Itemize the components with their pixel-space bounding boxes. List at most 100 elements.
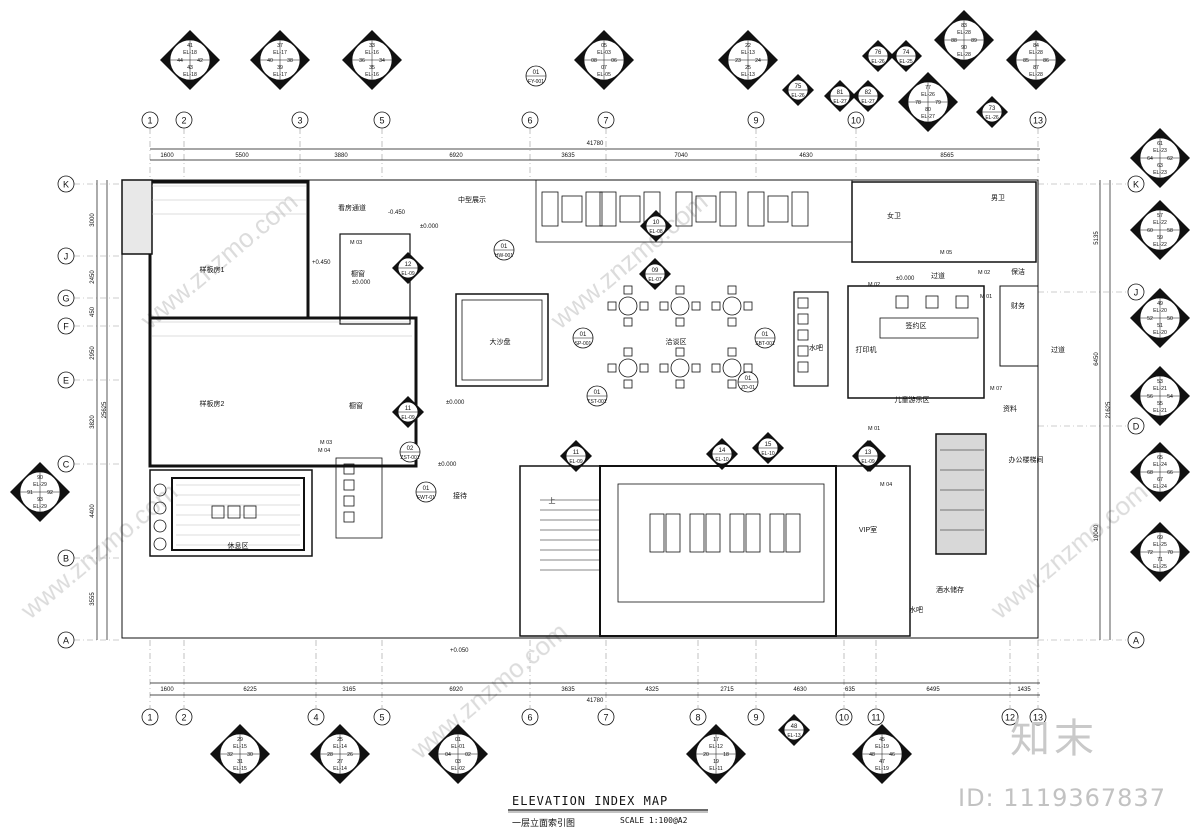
svg-text:48: 48 (869, 752, 875, 758)
round-table (659, 285, 701, 327)
svg-text:65: 65 (1157, 455, 1163, 461)
grid-bubble-right-D: D (1127, 417, 1145, 435)
door-tag-9: M 02 (978, 270, 990, 276)
svg-text:TST-001: TST-001 (587, 399, 606, 405)
grid-bubble-bottom-9: 9 (747, 708, 765, 726)
bottom-dim-total: 41780 (587, 698, 604, 704)
svg-text:63: 63 (1157, 163, 1163, 169)
grid-bubble-bottom-13: 13 (1029, 708, 1047, 726)
svg-text:13: 13 (1033, 116, 1043, 126)
svg-text:EL-22: EL-22 (1153, 220, 1167, 226)
svg-text:01: 01 (580, 332, 587, 338)
door-tag-4: M 01 (980, 294, 992, 300)
side-dimension-lines (96, 180, 1111, 640)
grid-bubble-top-13: 13 (1029, 111, 1047, 129)
door-tag-2: M 04 (318, 448, 330, 454)
svg-text:50: 50 (1167, 316, 1173, 322)
left-dim-1: 2450 (90, 270, 96, 284)
bottom-dim-6: 2715 (720, 687, 734, 693)
top-dim-7: 8565 (940, 153, 954, 159)
svg-text:EL-28: EL-28 (1029, 72, 1043, 78)
negotiation-tables (607, 285, 753, 389)
svg-text:37: 37 (277, 43, 283, 49)
room-print: 打印机 (856, 345, 877, 354)
svg-text:31: 31 (237, 759, 243, 765)
rest-seat (227, 505, 241, 519)
room-cabinet2: 橱窗 (349, 401, 363, 410)
grid-bubble-bottom-11: 11 (867, 708, 885, 726)
svg-text:EL-20: EL-20 (1153, 330, 1167, 336)
grid-bubble-bottom-12: 12 (1001, 708, 1019, 726)
door-tag-1: M 03 (350, 240, 362, 246)
svg-text:84: 84 (1033, 43, 1039, 49)
svg-text:12: 12 (1005, 713, 1015, 723)
bottom-dim-5: 4325 (645, 687, 659, 693)
round-table (659, 347, 701, 389)
door-tag-5: M 07 (990, 386, 1002, 392)
svg-text:32: 32 (227, 752, 233, 758)
svg-text:70: 70 (1167, 550, 1173, 556)
svg-text:52: 52 (1147, 316, 1153, 322)
bottom-dim-9: 6495 (926, 687, 940, 693)
svg-text:36: 36 (359, 58, 365, 64)
svg-text:EL-26: EL-26 (921, 92, 935, 98)
round-table (607, 347, 649, 389)
svg-text:EL-18: EL-18 (183, 50, 197, 56)
svg-text:29: 29 (237, 737, 243, 743)
svg-text:EL-14: EL-14 (333, 744, 347, 750)
svg-text:80: 80 (925, 107, 931, 113)
room-finance: 财务 (1011, 301, 1025, 310)
svg-text:89: 89 (971, 38, 977, 44)
svg-text:06: 06 (611, 58, 617, 64)
top-dim-0: 1600 (160, 153, 174, 159)
svg-text:EL-02: EL-02 (451, 766, 465, 772)
bottom-dim-8: 635 (845, 687, 856, 693)
reception-chair (343, 479, 355, 491)
room-water-room: 水吧 (909, 605, 923, 614)
room-cabinet1: 橱窗 (351, 269, 365, 278)
level-11: -0.450 (388, 210, 406, 216)
grid-bubble-top-10: 10 (847, 111, 865, 129)
svg-text:75: 75 (795, 84, 802, 90)
svg-text:87: 87 (1033, 65, 1039, 71)
svg-text:EL-26: EL-26 (791, 93, 805, 99)
right-dim-2: 10040 (1094, 524, 1100, 541)
grid-bubble-left-F: F (57, 317, 75, 335)
svg-text:1: 1 (147, 116, 152, 126)
room-data: 资料 (1003, 404, 1017, 413)
grid-bubble-bottom-5: 5 (373, 708, 391, 726)
svg-text:28: 28 (327, 752, 333, 758)
grid-bubble-top-5: 5 (373, 111, 391, 129)
svg-text:8: 8 (695, 713, 700, 723)
svg-text:D: D (1133, 422, 1140, 432)
svg-text:05: 05 (601, 43, 607, 49)
bottom-dim-0: 1600 (160, 687, 174, 693)
grid-bubble-right-K: K (1127, 175, 1145, 193)
decor-plant (153, 501, 167, 515)
svg-text:01: 01 (423, 486, 430, 492)
door-tags: M 03 M 04 M 02 M 01 M 07 M 05 M 03 M 04 … (318, 240, 1002, 488)
top-dim-5: 7040 (674, 153, 688, 159)
svg-text:EL-27: EL-27 (921, 114, 935, 120)
svg-text:03: 03 (455, 759, 461, 765)
watermark-text-1: www.znzmo.com (134, 186, 303, 335)
bar-stool (797, 361, 809, 373)
svg-text:EL-19: EL-19 (875, 744, 889, 750)
svg-text:EL-28: EL-28 (957, 52, 971, 58)
bar-stool (797, 297, 809, 309)
svg-text:38: 38 (287, 58, 293, 64)
vip-sofa-set (729, 513, 761, 553)
